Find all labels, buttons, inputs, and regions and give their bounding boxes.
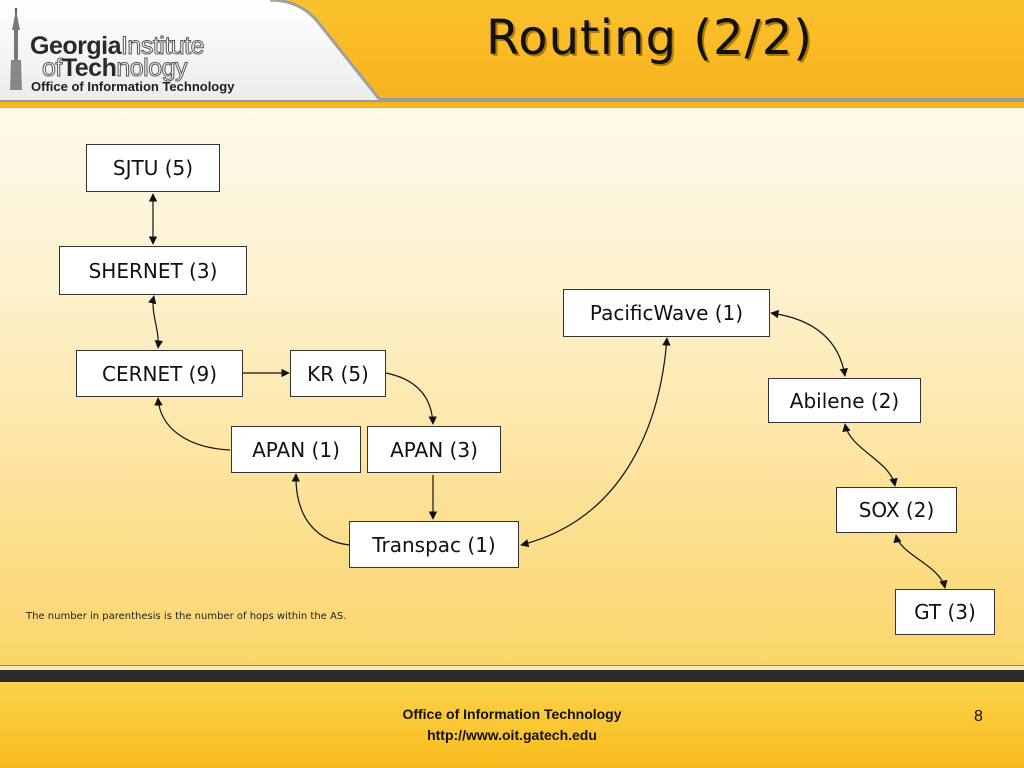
tech-tower-icon (10, 8, 22, 90)
footer-dark-bar (0, 670, 1024, 682)
header-rule (0, 98, 1024, 102)
logo-word-institute: Institute (120, 32, 205, 60)
logo-panel-shape (0, 0, 382, 100)
edge-sox-gt (893, 534, 948, 589)
node-cernet: CERNET (9) (76, 350, 243, 397)
logo-word-of: of (42, 54, 63, 82)
edge-transpac-apan1 (291, 473, 350, 546)
header-rule-accent (0, 104, 1024, 107)
node-gt-label: GT (3) (914, 600, 976, 624)
node-cernet-label: CERNET (9) (102, 361, 217, 386)
node-abilene: Abilene (2) (768, 378, 921, 423)
node-shernet-label: SHERNET (3) (88, 258, 218, 283)
footer-rule (0, 665, 1024, 669)
logo-word-georgia: Georgia (30, 32, 121, 60)
node-transpac: Transpac (1) (349, 521, 519, 568)
slide-title: Routing (2/2) (486, 10, 813, 66)
logo-word-nology: nology (116, 54, 188, 82)
node-pacificwave: PacificWave (1) (563, 289, 770, 337)
node-sjtu: SJTU (5) (86, 144, 220, 192)
node-apan-3: APAN (3) (367, 426, 501, 473)
node-gt: GT (3) (895, 589, 995, 635)
footer-office-name: Office of Information Technology (402, 706, 622, 722)
node-abilene-label: Abilene (2) (789, 388, 900, 413)
edge-shernet-cernet (148, 295, 164, 349)
diagram-note: The number in parenthesis is the number … (26, 611, 347, 622)
edge-pacificwave-abilene (770, 309, 848, 377)
edge-abilene-sox (842, 423, 898, 487)
slide-footer (0, 682, 1024, 768)
logo-panel: GeorgiaInstitute ofTechnology Office of … (0, 0, 390, 100)
logo-office-line: Office of Information Technology (31, 79, 235, 94)
node-sox-label: SOX (2) (858, 498, 935, 522)
node-sox: SOX (2) (836, 487, 957, 533)
node-kr-label: KR (5) (307, 361, 369, 386)
node-apan-3-label: APAN (3) (390, 437, 478, 462)
logo-georgia-institute: GeorgiaInstitute (30, 32, 205, 60)
node-apan-1-label: APAN (1) (252, 437, 340, 462)
page-number: 8 (974, 708, 983, 725)
logo-word-tech: Tech (61, 54, 117, 82)
node-apan-1: APAN (1) (231, 426, 361, 473)
node-transpac-label: Transpac (1) (372, 532, 496, 557)
edge-transpac-pacificwave (520, 337, 671, 548)
edge-kr-apan3 (385, 372, 437, 425)
node-sjtu-label: SJTU (5) (112, 156, 194, 180)
footer-url[interactable]: http://www.oit.gatech.edu (427, 727, 597, 743)
node-shernet: SHERNET (3) (59, 246, 247, 295)
logo-of-technology: ofTechnology (42, 54, 189, 82)
node-pacificwave-label: PacificWave (1) (589, 301, 744, 325)
edge-apan1-cernet (154, 397, 231, 451)
node-kr: KR (5) (290, 350, 386, 397)
